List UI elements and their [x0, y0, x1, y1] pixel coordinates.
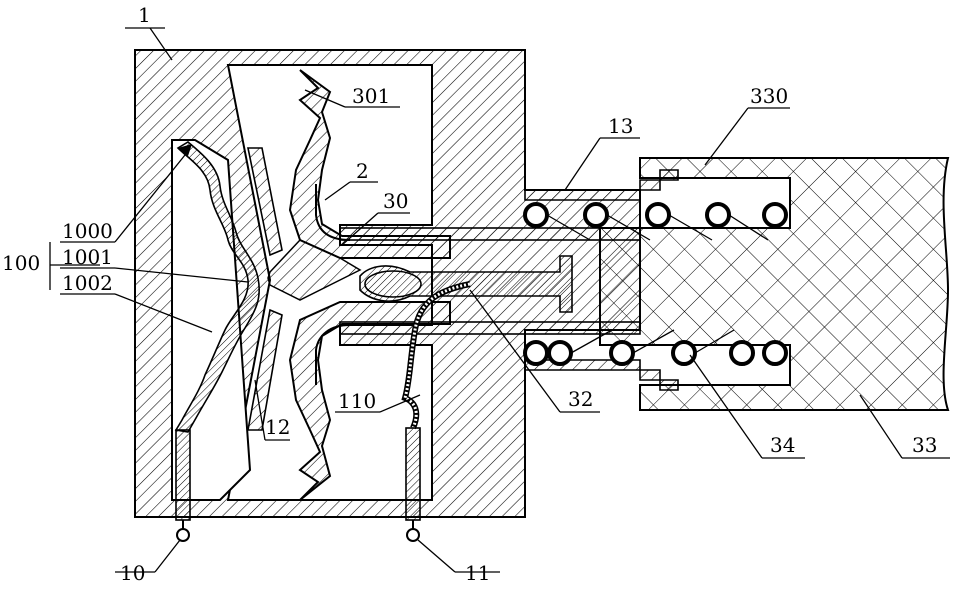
electrode-11 — [406, 428, 420, 520]
electrode-10-terminal — [177, 529, 189, 541]
pipe-lower-wall — [340, 322, 640, 334]
label-2: 2 — [356, 159, 369, 183]
label-13: 13 — [608, 114, 633, 138]
label-1000: 1000 — [62, 219, 113, 243]
electrode-11-terminal — [407, 529, 419, 541]
label-32: 32 — [568, 387, 593, 411]
electrode-10 — [176, 430, 190, 520]
label-33: 33 — [912, 433, 937, 457]
label-30: 30 — [383, 189, 408, 213]
label-12: 12 — [265, 415, 290, 439]
label-34: 34 — [770, 433, 795, 457]
label-1002: 1002 — [62, 271, 113, 295]
label-330: 330 — [750, 84, 788, 108]
label-100: 100 — [2, 251, 40, 275]
label-110: 110 — [338, 389, 376, 413]
label-10: 10 — [120, 561, 145, 585]
label-1: 1 — [138, 3, 151, 27]
label-301: 301 — [352, 84, 390, 108]
pipe-upper-wall — [340, 228, 640, 240]
label-11: 11 — [465, 561, 490, 585]
label-1001: 1001 — [62, 245, 113, 269]
